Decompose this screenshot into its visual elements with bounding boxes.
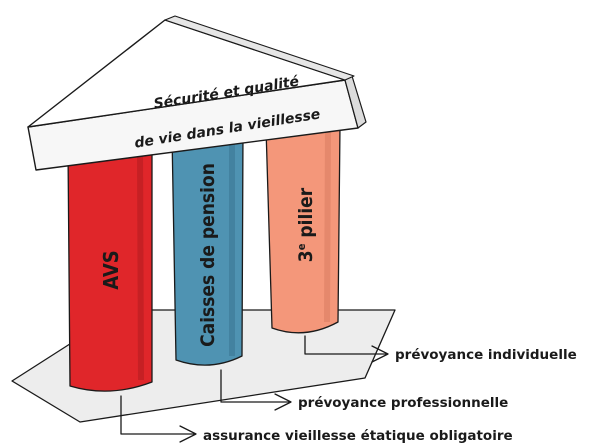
pillar-pension-funds: Caisses de pension [171,131,244,366]
pillar-label-third-word: pilier [295,187,317,243]
pillar-avs: AVS [67,149,153,392]
label-occupational-pension: prévoyance professionnelle [298,395,508,411]
label-state-insurance: assurance vieillesse étatique obligatoir… [203,428,513,444]
pillar-label-pension-funds: Caisses de pension [197,163,219,347]
arrow-state-insurance: assurance vieillesse étatique obligatoir… [120,395,513,444]
pillar-label-third-number: 3 [295,250,317,262]
pillar-label-third-superscript: e [295,243,308,250]
arrow-individual-pension: prévoyance individuelle [304,335,577,363]
pillar-third: 3e pilier [265,124,341,334]
label-individual-pension: prévoyance individuelle [395,347,577,363]
pillar-label-third: 3e pilier [295,187,317,262]
pillar-label-avs: AVS [99,250,123,289]
roof-pediment: Sécurité et qualité de vie dans la vieil… [27,15,367,171]
arrow-occupational-pension: prévoyance professionnelle [220,369,508,411]
